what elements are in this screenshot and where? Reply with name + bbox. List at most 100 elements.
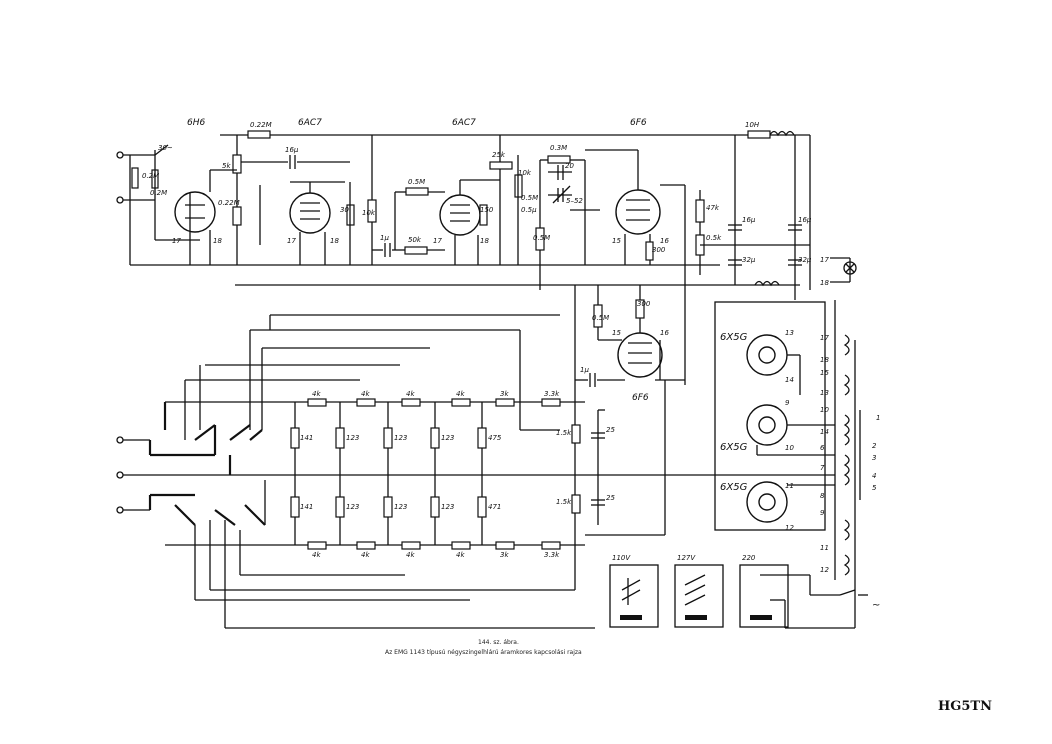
terminal-label: 15 <box>820 369 829 377</box>
value-label: 123 <box>346 434 359 442</box>
resistor-022m-top <box>247 130 271 139</box>
figure-number: 144. sz. ábra. <box>478 639 519 646</box>
resistor-150 <box>479 204 488 226</box>
resistor-3k-2 <box>495 541 515 550</box>
value-label: 150 <box>480 206 494 214</box>
value-label: 0.5M <box>408 178 425 186</box>
value-label: 5k <box>222 162 231 170</box>
terminal-label: 9 <box>820 509 825 517</box>
value-label: 0.22M <box>218 199 240 207</box>
value-label: 32µ <box>742 256 756 264</box>
terminal-label: 6 <box>820 444 825 452</box>
value-label: 10k <box>362 209 376 217</box>
tube-label-6ac7-2: 6AC7 <box>452 118 476 128</box>
pin-label: 15 <box>612 237 621 245</box>
value-label: 141 <box>300 503 313 511</box>
resistor-123-d <box>335 496 345 518</box>
value-label: 475 <box>488 434 502 442</box>
value-label: 20 <box>565 162 574 170</box>
resistor-123-a <box>335 427 345 449</box>
value-label: 5–52 <box>566 197 583 205</box>
value-label: 25 <box>606 426 615 434</box>
pin-label: 17 <box>287 237 296 245</box>
value-label: 3.3k <box>544 390 560 398</box>
resistor-123-e <box>383 496 393 518</box>
value-label: 123 <box>441 434 454 442</box>
terminal-label: 12 <box>820 566 829 574</box>
resistor-471 <box>477 496 487 518</box>
value-label: 0.5M <box>533 234 550 242</box>
resistor-300-b <box>635 299 645 319</box>
terminal-label: 5 <box>872 484 877 492</box>
pin-label: 18 <box>480 237 489 245</box>
value-label: 0.5M <box>592 314 609 322</box>
resistor-47k <box>695 199 705 223</box>
resistor-022m-left <box>131 167 139 189</box>
value-label: 16µ <box>285 146 299 154</box>
value-label: 32µ <box>798 256 812 264</box>
figure-caption: Az EMG 1143 típusú négyszingelhlárú áram… <box>385 649 582 656</box>
resistor-3k-1 <box>495 398 515 407</box>
resistor-123-b <box>383 427 393 449</box>
pin-label: 18 <box>213 237 222 245</box>
tube-label-6h6: 6H6 <box>187 118 205 128</box>
value-label: 4k <box>456 390 465 398</box>
value-label: 4k <box>406 551 415 559</box>
pot-5k <box>232 154 242 174</box>
value-label: 1µ <box>580 366 589 374</box>
terminal-label: 8 <box>820 492 825 500</box>
pot-15k-a <box>571 424 581 444</box>
value-label: 0.2M <box>142 172 159 180</box>
resistor-05m-c <box>535 227 545 251</box>
value-label: 47k <box>706 204 720 212</box>
value-label: 123 <box>441 503 454 511</box>
value-label: 4k <box>312 390 321 398</box>
value-label: 4k <box>406 390 415 398</box>
value-label: 25 <box>606 494 615 502</box>
value-label: 123 <box>394 503 407 511</box>
resistor-4k-6 <box>356 541 376 550</box>
voltage-panel-220 <box>739 564 789 628</box>
value-label: 16µ <box>742 216 756 224</box>
value-label: 141 <box>300 434 313 442</box>
resistor-141-a <box>290 427 300 449</box>
value-label: 123 <box>394 434 407 442</box>
voltage-label-220: 220 <box>742 554 756 562</box>
resistor-475 <box>477 427 487 449</box>
tube-6f6-2 <box>617 332 663 378</box>
value-label: 3k <box>500 390 509 398</box>
ac-mains-icon: ~ <box>872 600 880 611</box>
value-label: 1.5k <box>556 498 572 506</box>
terminal-label: 14 <box>820 428 829 436</box>
pin-label: 18 <box>330 237 339 245</box>
value-label: 0.2M <box>150 189 167 197</box>
value-label: 10k <box>518 169 532 177</box>
voltage-panel-127v <box>674 564 724 628</box>
pin-label: 12 <box>785 524 794 532</box>
terminal-label: 7 <box>820 464 825 472</box>
corner-mark: HG5TN <box>938 699 992 714</box>
resistor-4k-1 <box>307 398 327 407</box>
terminal-label: 17 <box>820 334 829 342</box>
pin-label: 17 <box>433 237 442 245</box>
terminal-label: 2 <box>872 442 877 450</box>
resistor-4k-8 <box>451 541 471 550</box>
tube-label-6ac7-1: 6AC7 <box>298 118 322 128</box>
voltage-label-110v: 110V <box>612 554 631 562</box>
pin-label: 15 <box>612 329 621 337</box>
resistor-4k-4 <box>451 398 471 407</box>
pin-label: 16 <box>660 329 669 337</box>
resistor-25k <box>489 161 513 170</box>
terminal-label: 4 <box>872 472 876 480</box>
value-label: 4k <box>312 551 321 559</box>
value-label: 25k <box>492 151 506 159</box>
value-label: 0.22M <box>250 121 272 129</box>
resistor-022m-mid <box>232 206 242 226</box>
value-label: 123 <box>346 503 359 511</box>
pin-label: 17 <box>172 237 181 245</box>
value-label: 0.5M <box>521 194 538 202</box>
tube-label-6f6-2: 6F6 <box>632 393 649 403</box>
value-label: 16µ <box>798 216 812 224</box>
value-label: 0.5k <box>706 234 722 242</box>
